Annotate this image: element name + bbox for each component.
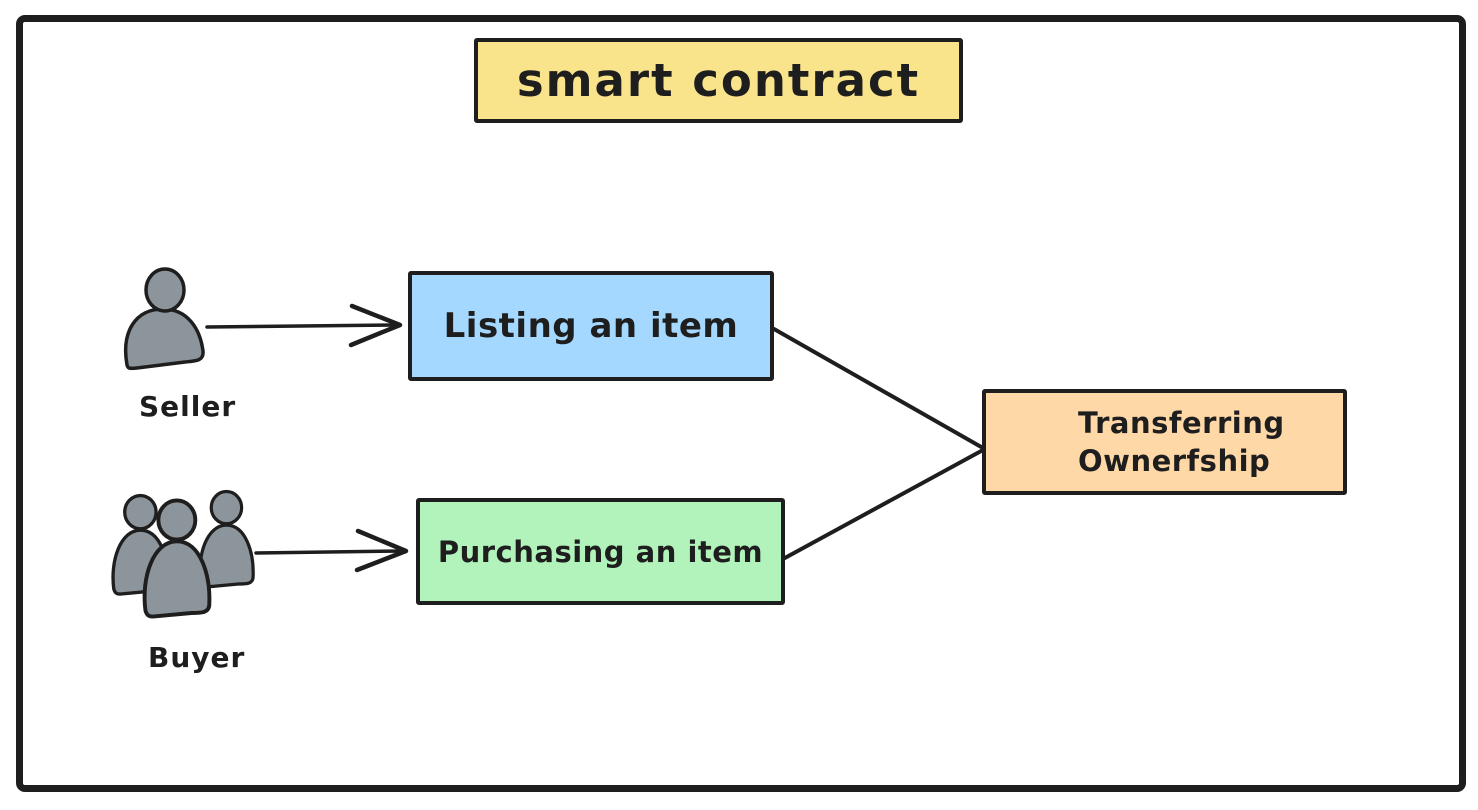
node-purchasing-an-item: Purchasing an item xyxy=(416,498,785,605)
buyer-label: Buyer xyxy=(148,641,246,674)
node-transferring-ownership: Transferring Ownerfship xyxy=(982,389,1347,495)
node-transferring-line1: Transferring xyxy=(1078,405,1285,440)
node-transferring-label: Transferring Ownerfship xyxy=(1078,404,1285,481)
node-listing-label: Listing an item xyxy=(443,306,739,346)
node-purchasing-label: Purchasing an item xyxy=(437,534,764,569)
outer-frame xyxy=(16,15,1466,792)
node-transferring-line2: Ownerfship xyxy=(1078,444,1271,478)
title-box: smart contract xyxy=(474,38,963,123)
seller-label: Seller xyxy=(139,390,237,423)
node-listing-an-item: Listing an item xyxy=(408,271,774,381)
title-text: smart contract xyxy=(516,54,921,107)
